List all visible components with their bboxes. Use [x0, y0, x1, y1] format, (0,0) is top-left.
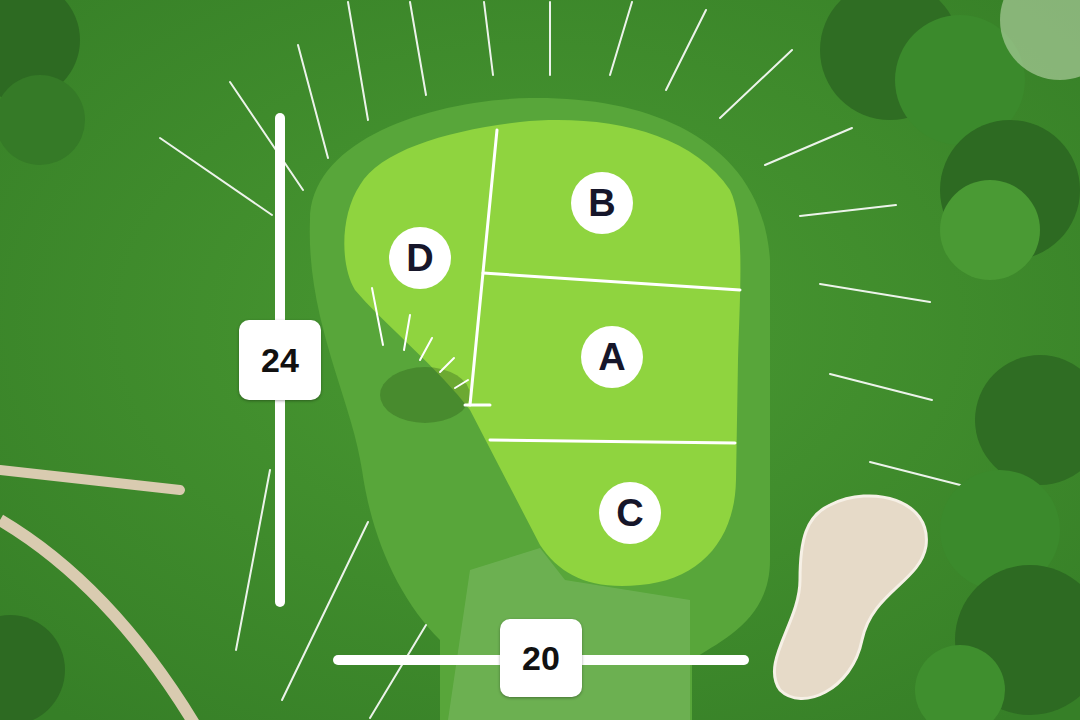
slope-ray	[870, 462, 972, 488]
cart-path	[0, 470, 180, 490]
slope-ray	[370, 625, 426, 718]
slope-ray	[372, 288, 383, 345]
tree	[1000, 0, 1080, 80]
slope-ray	[800, 205, 896, 216]
zone-marker: A	[581, 326, 643, 388]
sand-bunker	[774, 496, 926, 699]
slope-ray	[160, 138, 272, 215]
slope-ray	[230, 82, 303, 190]
slope-ray	[404, 315, 410, 350]
slope-shadow	[380, 367, 470, 423]
slope-ray	[666, 10, 706, 90]
tree	[0, 75, 85, 165]
zone-letter: C	[616, 494, 643, 532]
zone-letter: B	[588, 184, 615, 222]
dimension-badge: 20	[500, 619, 582, 697]
slope-ray	[282, 522, 368, 700]
slope-ray	[720, 50, 792, 118]
zone-line	[470, 130, 497, 405]
zone-line	[465, 404, 490, 407]
tree	[940, 180, 1040, 280]
slope-ray	[410, 2, 426, 95]
tree	[915, 645, 1005, 720]
dimension-value: 20	[522, 641, 560, 675]
zone-line	[490, 440, 735, 443]
fringe	[310, 98, 770, 720]
slope-ray	[830, 374, 932, 400]
slope-ray	[440, 358, 454, 372]
slope-ray	[455, 380, 468, 388]
slope-ray	[348, 2, 368, 120]
zone-marker: B	[571, 172, 633, 234]
zone-line	[483, 273, 740, 290]
zone-marker: D	[389, 227, 451, 289]
dimension-badge: 24	[239, 320, 321, 400]
slope-ray	[298, 45, 328, 158]
putting-green	[344, 120, 740, 586]
zone-marker: C	[599, 482, 661, 544]
slope-ray	[420, 338, 432, 360]
slope-ray	[765, 128, 852, 165]
zone-letter: D	[406, 239, 433, 277]
zone-letter: A	[598, 338, 625, 376]
slope-ray	[484, 2, 493, 75]
tree	[975, 355, 1080, 485]
slope-ray	[236, 470, 270, 650]
slope-ray	[820, 284, 930, 302]
dimension-value: 24	[261, 343, 299, 377]
slope-ray	[549, 2, 551, 75]
tree	[0, 615, 65, 720]
slope-ray	[610, 2, 632, 75]
